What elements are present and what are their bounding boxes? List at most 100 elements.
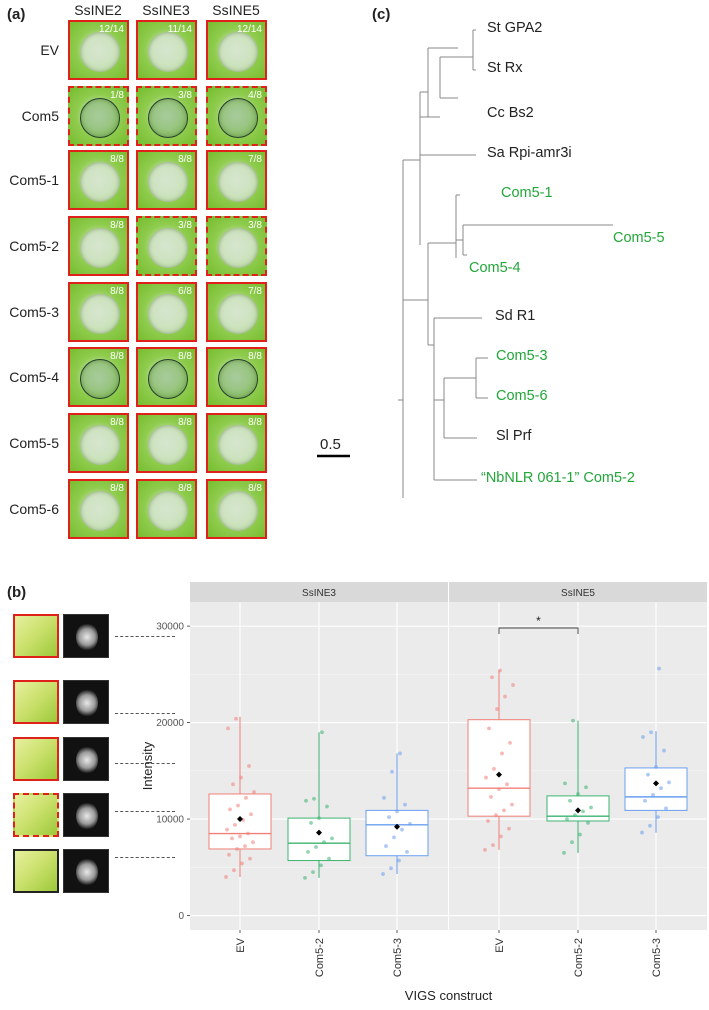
data-point [397,858,401,863]
intensity-guide-line [115,713,175,714]
hr-score: 11/14 [167,24,192,35]
hr-score: 12/14 [236,24,262,35]
data-point [495,707,499,711]
data-point [405,849,409,854]
infiltration-spot [148,425,188,465]
data-point [507,826,511,831]
data-point [489,794,493,799]
infiltration-spot [218,425,258,465]
data-point [314,845,318,849]
data-point [400,827,404,832]
data-point [320,730,324,735]
fluorescence-thumbnail [63,680,109,724]
hr-score: 7/8 [248,154,262,165]
data-point [246,831,250,836]
data-point [503,694,507,699]
data-point [322,840,326,845]
tree-taxon-label: “NbNLR 061-1” Com5-2 [481,470,635,486]
data-point [227,852,231,857]
box-iqr [467,719,531,817]
infiltration-spot [148,162,188,202]
data-point [317,816,321,820]
infiltration-spot [80,162,120,202]
hr-score: 1/8 [110,90,124,101]
box-iqr [624,767,688,811]
x-tick-label: Com5-3 [392,938,404,977]
infiltration-spot [80,425,120,465]
data-point [389,866,393,871]
leaf-image: 6/8 [136,282,197,342]
fluorescence-signal [76,623,98,651]
infiltration-spot [148,294,188,334]
data-point [646,772,650,777]
mean-marker [653,780,659,787]
leaf-image: 3/8 [136,86,197,146]
infiltration-spot [148,359,188,399]
infiltration-spot [218,162,258,202]
leaf-image: 7/8 [206,150,267,210]
leaf-image: 8/8 [136,347,197,407]
data-point [382,795,386,800]
data-point [570,840,574,845]
data-point [238,834,242,839]
mean-marker [394,823,400,830]
data-point [312,796,316,801]
infiltration-spot [148,32,188,72]
hr-score: 8/8 [178,483,192,494]
infiltration-spot [80,294,120,334]
data-point [239,775,243,780]
data-point [498,668,502,673]
data-point [319,863,323,868]
data-point [306,849,310,854]
data-point [232,868,236,873]
data-point [330,836,334,841]
x-axis-title: VIGS construct [405,988,493,1003]
data-point [384,844,388,848]
hr-score: 3/8 [178,220,192,231]
data-point [381,872,385,876]
x-tick-label: Com5-2 [314,938,326,977]
data-point [387,815,391,820]
hr-score: 8/8 [110,220,124,231]
data-point [487,726,491,731]
tree-taxon-label: St Rx [487,60,523,76]
leaf-image: 8/8 [68,216,129,276]
infiltration-spot [148,98,188,138]
fluorescence-signal [76,746,98,774]
data-point [224,875,228,879]
hr-score: 6/8 [178,286,192,297]
data-point [573,813,577,818]
data-point [581,809,585,814]
leaf-image: 11/14 [136,20,197,80]
leaf-image: 8/8 [68,347,129,407]
data-point [662,748,666,753]
data-point [584,785,588,790]
tree-taxon-label: Cc Bs2 [487,105,534,121]
data-point [484,775,488,780]
data-point [648,823,652,828]
y-tick-label: 0 [178,911,184,922]
row-label: Com5-3 [9,304,59,320]
row-label: EV [40,42,59,58]
data-point [651,793,655,797]
data-point [230,836,234,841]
data-point [568,798,572,803]
data-point [664,806,668,811]
hr-score: 7/8 [248,286,262,297]
data-point [497,787,501,792]
data-point [643,798,647,803]
infiltration-spot [218,294,258,334]
data-point [252,790,256,794]
leaf-image: 8/8 [68,150,129,210]
intensity-guide-line [115,636,175,637]
infiltration-spot [80,32,120,72]
row-label: Com5-1 [9,172,59,188]
leaf-image: 12/14 [68,20,129,80]
row-label: Com5-5 [9,435,59,451]
leaf-thumbnail [13,614,59,658]
data-point [505,782,509,787]
facet-strip [449,582,707,602]
data-point [510,802,514,807]
data-point [231,782,235,787]
data-point [508,740,512,745]
